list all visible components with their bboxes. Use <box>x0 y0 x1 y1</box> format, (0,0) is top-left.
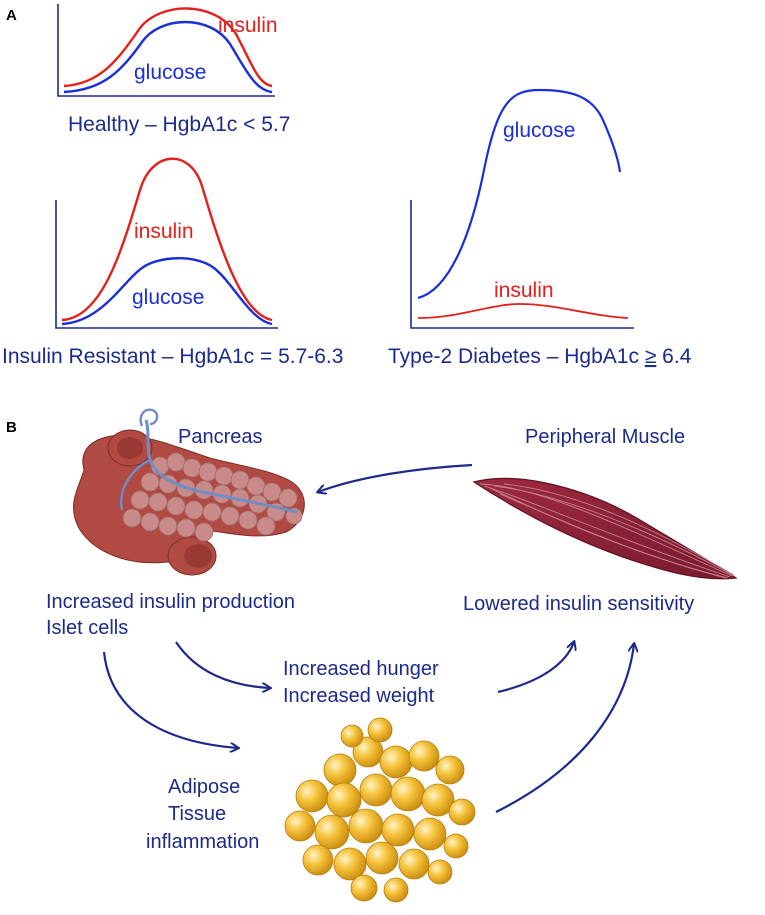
arrow-pancreas-to-middle <box>175 641 270 688</box>
diabetes-caption-prefix: Type-2 Diabetes – HgbA1c <box>388 345 645 368</box>
arrow-middle-to-muscle <box>497 642 574 694</box>
resistant-insulin-curve <box>61 157 273 322</box>
healthy-glucose-label: glucose <box>134 61 206 84</box>
panel-a-label: A <box>6 7 17 24</box>
diabetes-caption-symbol: ≥ <box>645 345 657 368</box>
diabetes-axis <box>410 200 634 329</box>
middle-text-hunger: Increased hunger <box>283 658 439 680</box>
resistant-graph: insulin glucose Insulin Resistant – HgbA… <box>2 157 343 368</box>
middle-text-weight: Increased weight <box>283 685 435 707</box>
adipose-text-2: Tissue <box>168 803 226 825</box>
muscle-illustration <box>472 477 738 580</box>
adipose-text-1: Adipose <box>168 776 240 798</box>
adipose-illustration <box>284 717 476 903</box>
diabetes-glucose-label: glucose <box>503 119 575 142</box>
pancreas-text-islet: Islet cells <box>46 617 128 639</box>
healthy-axis <box>57 4 275 97</box>
healthy-graph: insulin glucose Healthy – HgbA1c < 5.7 <box>57 4 290 136</box>
arrow-muscle-to-pancreas <box>318 463 473 492</box>
resistant-insulin-label: insulin <box>134 220 194 243</box>
healthy-insulin-curve <box>63 7 273 88</box>
diabetes-insulin-curve <box>417 303 629 319</box>
pancreas-title: Pancreas <box>178 426 263 448</box>
adipose-text-3: inflammation <box>146 831 259 853</box>
arrow-adipose-to-muscle <box>495 644 634 813</box>
diabetes-caption-value: 6.4 <box>656 345 691 368</box>
muscle-text-sensitivity: Lowered insulin sensitivity <box>463 593 694 615</box>
resistant-glucose-label: glucose <box>132 286 204 309</box>
arrow-pancreas-to-adipose <box>102 651 238 748</box>
pancreas-text-production: Increased insulin production <box>46 591 295 613</box>
healthy-insulin-label: insulin <box>218 14 278 37</box>
resistant-glucose-curve <box>61 257 273 326</box>
pancreas-illustration <box>72 408 305 576</box>
muscle-title: Peripheral Muscle <box>525 426 685 448</box>
diabetes-insulin-label: insulin <box>494 279 554 302</box>
resistant-caption: Insulin Resistant – HgbA1c = 5.7-6.3 <box>2 345 343 368</box>
flow-arrows <box>102 463 634 813</box>
diabetes-glucose-curve <box>417 88 622 300</box>
diabetes-caption: Type-2 Diabetes – HgbA1c ≥ 6.4 <box>388 345 692 368</box>
resistant-axis <box>55 200 278 329</box>
panel-b-label: B <box>6 419 17 436</box>
healthy-glucose-curve <box>63 20 273 94</box>
diabetes-graph: glucose insulin Type-2 Diabetes – HgbA1c… <box>388 88 692 368</box>
healthy-caption: Healthy – HgbA1c < 5.7 <box>68 113 290 136</box>
